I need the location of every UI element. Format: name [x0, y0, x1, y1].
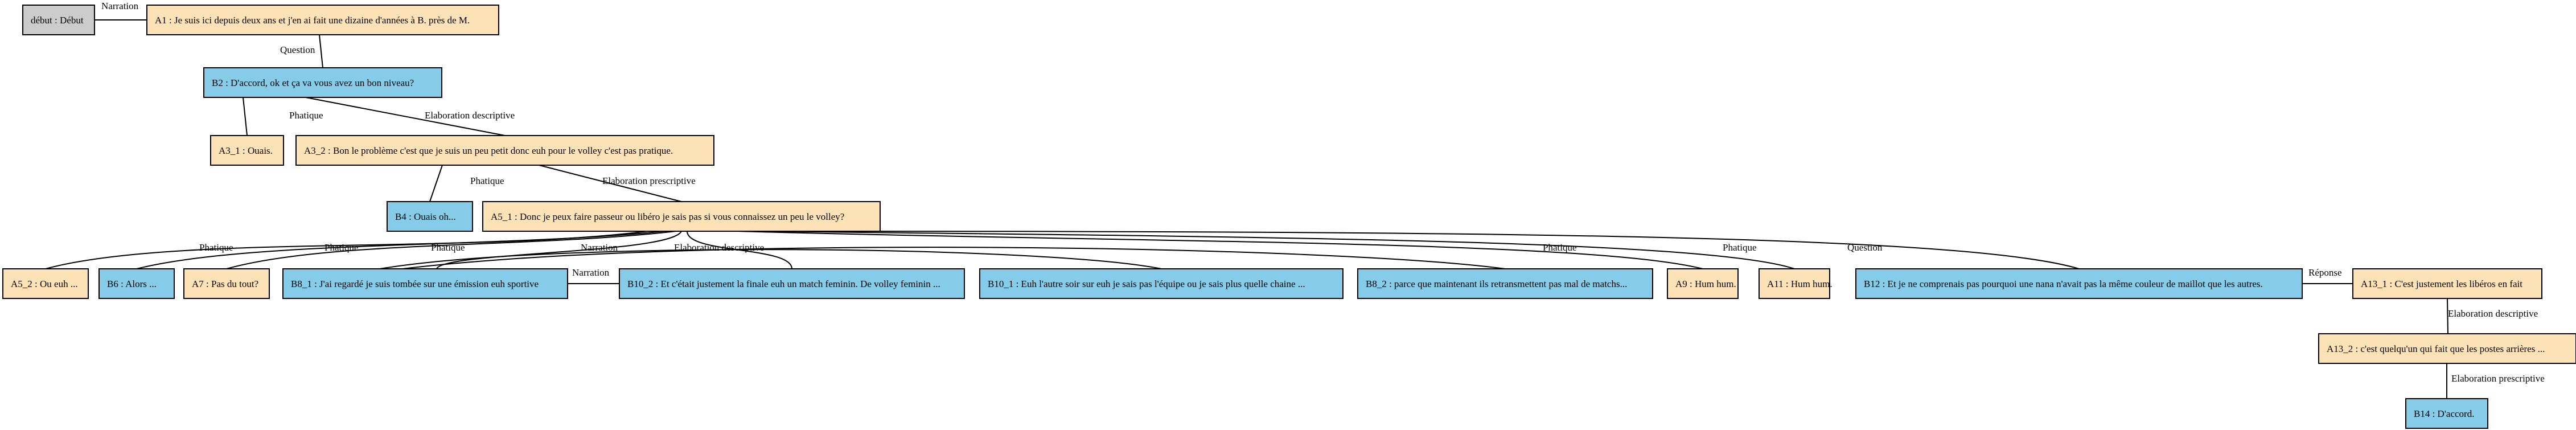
- node-box: [1759, 268, 1830, 299]
- node-box: [2405, 398, 2488, 429]
- node-label: A5_2 : Ou euh ...: [11, 279, 78, 289]
- node-a7[interactable]: A7 : Pas du tout?: [183, 268, 270, 299]
- relation-edge: [319, 34, 323, 68]
- relation-label: Phatique: [199, 242, 233, 253]
- node-a1[interactable]: A1 : Je suis ici depuis deux ans et j'en…: [146, 5, 499, 35]
- relation-edge-secondary: [402, 247, 1506, 269]
- node-label: B12 : Et je ne comprenais pas pourquoi u…: [1864, 279, 2263, 289]
- relation-label: Elaboration prescriptive: [2451, 373, 2545, 384]
- node-b10-1[interactable]: B10_1 : Euh l'autre soir sur euh je sais…: [979, 268, 1344, 299]
- relation-label: Phatique: [431, 242, 465, 253]
- node-b12[interactable]: B12 : Et je ne comprenais pas pourquoi u…: [1855, 268, 2303, 299]
- relation-label: Narration: [101, 1, 139, 11]
- node-box: [210, 135, 284, 166]
- node-a11[interactable]: A11 : Hum hum.: [1759, 268, 1833, 299]
- node-a13-2[interactable]: A13_2 : c'est quelqu'un qui fait que les…: [2318, 333, 2576, 364]
- node-b10-2[interactable]: B10_2 : Et c'était justement la finale e…: [619, 268, 965, 299]
- node-a5-2[interactable]: A5_2 : Ou euh ...: [2, 268, 89, 299]
- relation-label: Narration: [572, 267, 610, 278]
- relation-label: Elaboration prescriptive: [602, 175, 696, 186]
- node-box: [979, 268, 1344, 299]
- node-box: [1357, 268, 1653, 299]
- node-b14[interactable]: B14 : D'accord.: [2405, 398, 2488, 429]
- node-box: [1667, 268, 1739, 299]
- relation-label: Phatique: [470, 175, 504, 186]
- node-b6[interactable]: B6 : Alors ...: [98, 268, 175, 299]
- node-box: [619, 268, 965, 299]
- node-label: A3_2 : Bon le problème c'est que je suis…: [304, 145, 673, 156]
- node-b8-2[interactable]: B8_2 : parce que maintenant ils retransm…: [1357, 268, 1653, 299]
- relation-edge: [436, 231, 682, 269]
- node-box: [2318, 333, 2576, 364]
- node-label: A3_1 : Ouais.: [219, 145, 273, 156]
- relation-edge-secondary: [379, 249, 1162, 269]
- relation-edge: [687, 231, 792, 269]
- relation-edge: [2447, 298, 2448, 334]
- node-b4[interactable]: B4 : Ouais oh...: [387, 201, 473, 232]
- node-box: [282, 268, 568, 299]
- relation-edge: [429, 165, 443, 202]
- node-label: A7 : Pas du tout?: [192, 279, 258, 289]
- node-b2[interactable]: B2 : D'accord, ok et ça va vous avez un …: [203, 67, 442, 98]
- node-a9[interactable]: A9 : Hum hum.: [1667, 268, 1739, 299]
- node-box: [1855, 268, 2303, 299]
- node-label: A9 : Hum hum.: [1675, 279, 1736, 289]
- node-label: B14 : D'accord.: [2414, 408, 2474, 419]
- node-label: B4 : Ouais oh...: [395, 211, 456, 222]
- node-label: A5_1 : Donc je peux faire passeur ou lib…: [491, 211, 844, 222]
- node-label: A13_2 : c'est quelqu'un qui fait que les…: [2327, 343, 2545, 354]
- node-box: [183, 268, 270, 299]
- node-label: B10_1 : Euh l'autre soir sur euh je sais…: [988, 279, 1305, 289]
- node-label: A13_1 : C'est justement les libéros en f…: [2361, 279, 2522, 289]
- relation-edge: [761, 231, 1795, 269]
- node-box: [98, 268, 175, 299]
- relation-label: Phatique: [1723, 242, 1757, 253]
- node-box: [2, 268, 89, 299]
- node-box: [2352, 268, 2542, 299]
- relation-label: Question: [280, 44, 315, 55]
- relation-label: Question: [1847, 242, 1883, 253]
- node-label: B2 : D'accord, ok et ça va vous avez un …: [212, 77, 414, 88]
- node-label: B10_2 : Et c'était justement la finale e…: [627, 279, 940, 289]
- node-box: [387, 201, 473, 232]
- node-box: [22, 5, 95, 35]
- relation-edge: [539, 165, 682, 202]
- relation-label: Phatique: [324, 242, 359, 253]
- relation-label: Narration: [581, 242, 618, 253]
- node-label: A1 : Je suis ici depuis deux ans et j'en…: [155, 15, 470, 26]
- relation-label: Elaboration descriptive: [674, 242, 764, 253]
- node-label: B8_1 : J'ai regardé je suis tombée sur u…: [291, 279, 539, 289]
- relation-label: Phatique: [1543, 242, 1577, 253]
- node-a3-1[interactable]: A3_1 : Ouais.: [210, 135, 284, 166]
- relation-edge: [305, 97, 506, 136]
- node-label: début : Début: [31, 15, 84, 26]
- node-b8-1[interactable]: B8_1 : J'ai regardé je suis tombée sur u…: [282, 268, 568, 299]
- edges-layer: [45, 19, 2448, 399]
- node-label: B8_2 : parce que maintenant ils retransm…: [1366, 279, 1627, 289]
- relation-edge: [136, 231, 665, 269]
- node-a13-1[interactable]: A13_1 : C'est justement les libéros en f…: [2352, 268, 2542, 299]
- node-box: [203, 67, 442, 98]
- node-debut[interactable]: début : Début: [22, 5, 95, 35]
- node-box: [482, 201, 881, 232]
- relation-edge: [795, 231, 2080, 269]
- relation-edge: [738, 231, 1703, 269]
- relation-edge: [243, 97, 248, 136]
- relation-label: Elaboration descriptive: [425, 110, 515, 121]
- node-box: [295, 135, 714, 166]
- node-a3-2[interactable]: A3_2 : Bon le problème c'est que je suis…: [295, 135, 714, 166]
- relation-label: Phatique: [289, 110, 323, 121]
- node-box: [146, 5, 499, 35]
- node-label: B6 : Alors ...: [107, 279, 157, 289]
- relation-label: Elaboration descriptive: [2448, 308, 2538, 319]
- relation-edge: [226, 231, 676, 269]
- node-label: A11 : Hum hum.: [1767, 279, 1833, 289]
- relation-label: Réponse: [2308, 267, 2342, 278]
- node-a5-1[interactable]: A5_1 : Donc je peux faire passeur ou lib…: [482, 201, 881, 232]
- nodes-layer: début : Début A1 : Je suis ici depuis deu…: [2, 5, 2576, 429]
